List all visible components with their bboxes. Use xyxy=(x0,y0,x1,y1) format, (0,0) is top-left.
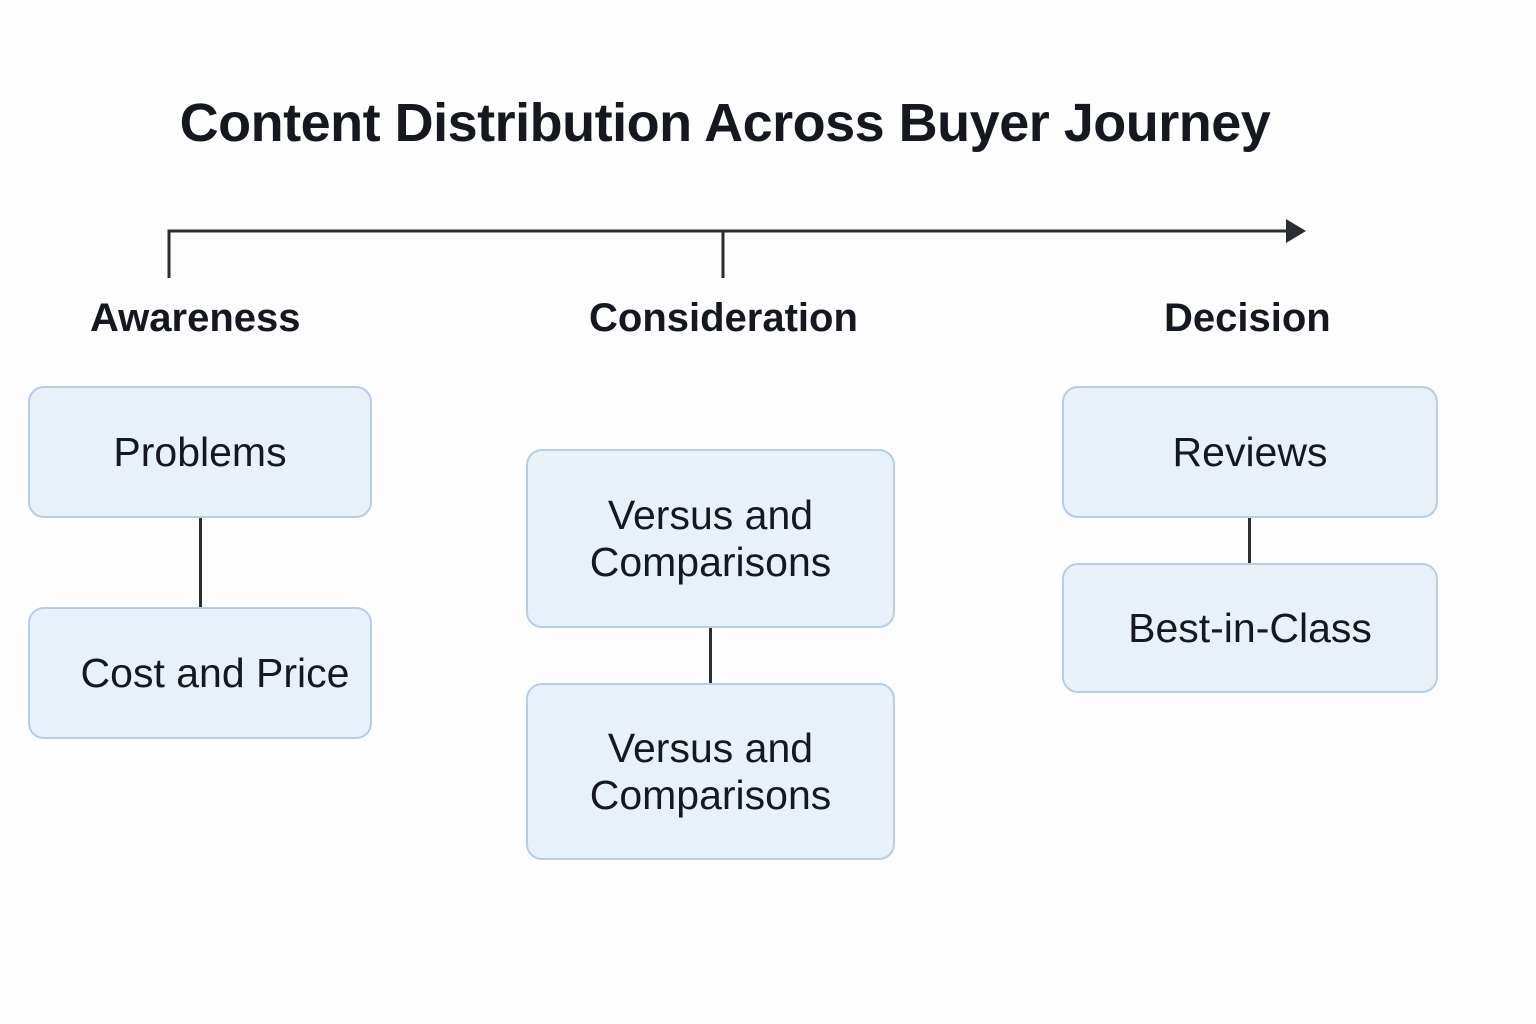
stage-label-decision: Decision xyxy=(1164,296,1331,340)
content-box-label: Versus and Comparisons xyxy=(589,491,832,585)
content-box-versus-comparisons-1: Versus and Comparisons xyxy=(526,449,895,628)
content-box-cost-and-price: Cost and Price xyxy=(28,607,372,739)
stage-label-consideration: Consideration xyxy=(589,296,858,340)
content-box-label: Reviews xyxy=(1172,428,1328,475)
content-box-label: Problems xyxy=(113,428,287,475)
connector-awareness xyxy=(199,518,202,607)
connector-consideration xyxy=(709,628,712,683)
content-box-label: Cost and Price xyxy=(80,649,350,696)
connector-decision xyxy=(1248,518,1251,563)
content-box-label: Versus and Comparisons xyxy=(589,724,832,818)
diagram-title: Content Distribution Across Buyer Journe… xyxy=(179,93,1271,153)
content-box-versus-comparisons-2: Versus and Comparisons xyxy=(526,683,895,860)
stage-label-awareness: Awareness xyxy=(90,296,301,340)
content-box-reviews: Reviews xyxy=(1062,386,1438,518)
content-box-problems: Problems xyxy=(28,386,372,518)
timeline-arrowhead xyxy=(1286,219,1306,243)
timeline xyxy=(167,219,1306,278)
content-box-label: Best-in-Class xyxy=(1128,604,1372,651)
content-box-best-in-class: Best-in-Class xyxy=(1062,563,1438,693)
